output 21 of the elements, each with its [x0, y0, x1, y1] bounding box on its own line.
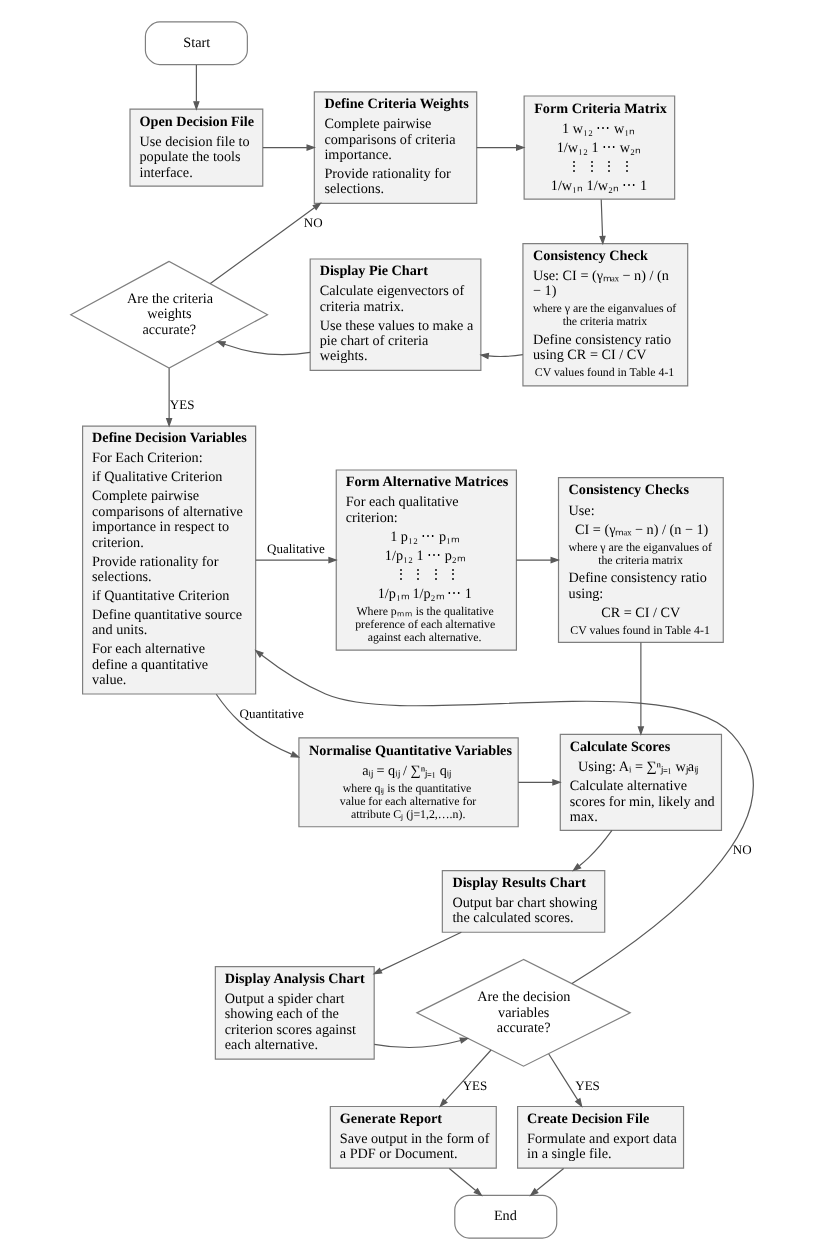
arrow	[214, 693, 300, 758]
arrow	[253, 649, 753, 985]
arrow	[598, 198, 605, 246]
arrow	[516, 779, 561, 786]
arrow	[571, 829, 612, 872]
arrow	[372, 1037, 469, 1049]
arrow	[261, 144, 315, 151]
arrow	[547, 1053, 582, 1108]
arrow	[215, 341, 310, 356]
arrow	[475, 144, 525, 151]
arrow	[514, 556, 560, 564]
arrow	[478, 352, 523, 360]
arrow	[438, 1049, 491, 1108]
arrow	[371, 931, 461, 975]
arrow	[164, 367, 172, 428]
arrow	[528, 1167, 564, 1197]
arrow	[447, 1167, 482, 1197]
arrow	[636, 641, 644, 736]
arrow	[208, 202, 321, 285]
arrow	[254, 556, 337, 564]
arrow	[192, 64, 199, 111]
